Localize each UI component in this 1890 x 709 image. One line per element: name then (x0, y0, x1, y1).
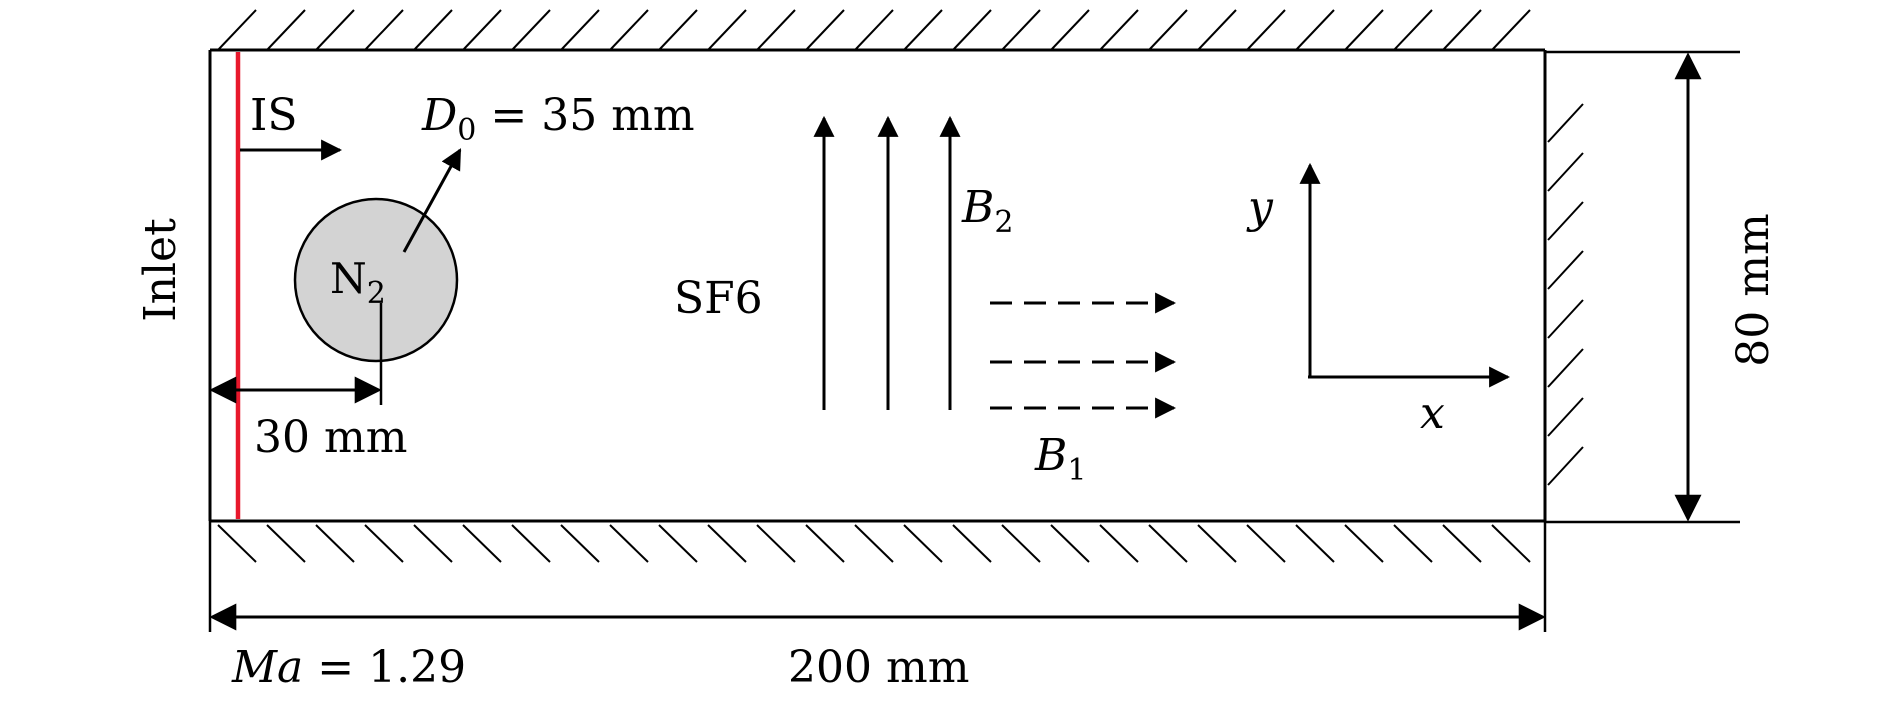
x-axis-label: x (1420, 388, 1445, 439)
length-label: 200 mm (788, 642, 969, 693)
hatch-line (1547, 397, 1584, 437)
hatch-line (756, 9, 796, 51)
hatch-line (1547, 103, 1584, 143)
hatch-line (609, 9, 649, 51)
distance-label: 30 mm (254, 412, 407, 463)
hatch-line (1050, 9, 1090, 51)
hatch-line (315, 9, 355, 51)
hatch-line (315, 524, 355, 563)
hatch-line (413, 524, 453, 563)
hatch-line (1197, 9, 1237, 51)
hatch-line (1547, 299, 1584, 339)
hatch-line (511, 524, 551, 563)
hatch-line (707, 9, 747, 51)
hatch-line (1491, 524, 1531, 563)
hatch-line (1001, 9, 1041, 51)
inlet-label: Inlet (135, 218, 186, 322)
hatch-line (1197, 524, 1237, 563)
hatch-line (1344, 524, 1384, 563)
hatch-line (1547, 152, 1584, 192)
hatch-line (413, 9, 453, 51)
ambient-gas-label: SF6 (674, 273, 763, 324)
hatch-line (1547, 446, 1584, 486)
right-wall-hatching (1547, 103, 1584, 486)
y-axis-label: y (1246, 182, 1274, 233)
hatch-line (1148, 9, 1188, 51)
bubble-gas-label: N2 (330, 254, 386, 311)
b1-label: B1 (1034, 430, 1086, 488)
b2-label: B2 (961, 182, 1013, 240)
n2-bubble (293, 197, 459, 363)
hatch-line (1393, 9, 1433, 51)
top-wall-hatching (217, 9, 1531, 51)
hatch-line (1547, 201, 1584, 241)
hatch-line (1295, 524, 1335, 563)
hatch-line (1295, 9, 1335, 51)
height-label: 80 mm (1728, 213, 1779, 366)
hatch-line (1442, 524, 1482, 563)
hatch-line (1442, 9, 1482, 51)
hatch-line (1393, 524, 1433, 563)
shock-label: IS (250, 90, 298, 141)
hatch-line (266, 524, 306, 563)
hatch-line (707, 524, 747, 563)
hatch-line (658, 9, 698, 51)
hatch-line (952, 524, 992, 563)
hatch-line (560, 524, 600, 563)
hatch-line (364, 524, 404, 563)
hatch-line (1246, 9, 1286, 51)
hatch-line (1148, 524, 1188, 563)
diameter-arrow (402, 148, 462, 253)
hatch-line (462, 9, 502, 51)
hatch-line (952, 9, 992, 51)
hatch-line (1099, 524, 1139, 563)
hatch-line (266, 9, 306, 51)
hatch-line (854, 524, 894, 563)
hatch-line (1050, 524, 1090, 563)
hatch-line (805, 9, 845, 51)
hatch-line (217, 9, 257, 51)
hatch-line (1099, 9, 1139, 51)
hatch-line (364, 9, 404, 51)
hatch-line (1491, 9, 1531, 51)
hatch-line (1344, 9, 1384, 51)
hatch-line (1001, 524, 1041, 563)
hatch-line (903, 9, 943, 51)
mach-label: Ma = 1.29 (231, 642, 466, 693)
hatch-line (658, 524, 698, 563)
hatch-line (1547, 250, 1584, 290)
hatch-line (609, 524, 649, 563)
diameter-label: D0 = 35 mm (421, 90, 695, 148)
hatch-line (903, 524, 943, 563)
hatch-line (462, 524, 502, 563)
hatch-line (511, 9, 551, 51)
bottom-wall-hatching (217, 524, 1531, 563)
hatch-line (854, 9, 894, 51)
hatch-line (805, 524, 845, 563)
hatch-line (1246, 524, 1286, 563)
hatch-line (560, 9, 600, 51)
hatch-line (217, 524, 257, 563)
hatch-line (1547, 348, 1584, 388)
hatch-line (756, 524, 796, 563)
